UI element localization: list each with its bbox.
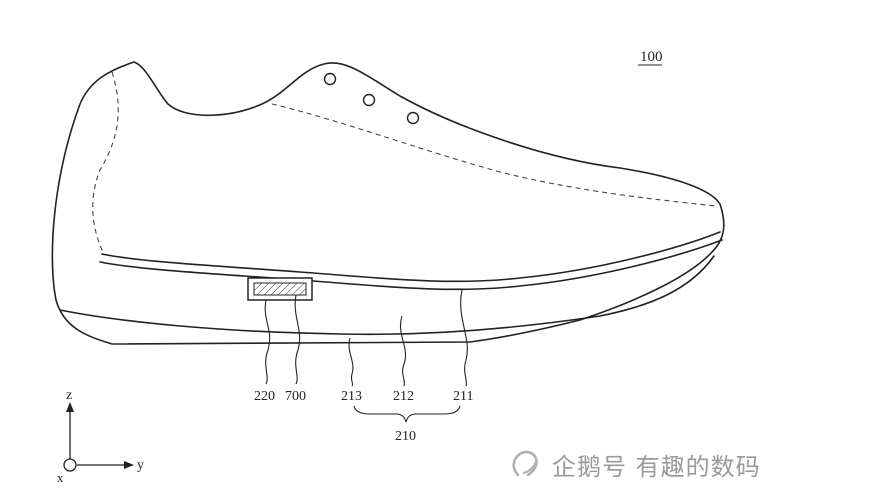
label-211: 211 <box>453 389 473 404</box>
upper-bottom-line-2 <box>99 239 723 291</box>
leader-211 <box>460 289 468 387</box>
axis-x-origin <box>63 458 77 472</box>
module-700 <box>253 282 307 296</box>
eyelet-2 <box>362 93 376 107</box>
label-212: 212 <box>393 389 414 404</box>
axis-y-arrow <box>124 461 134 469</box>
axis-x-label: x <box>57 470 64 485</box>
leader-212 <box>400 315 406 387</box>
label-213: 213 <box>341 389 362 404</box>
eyelet-3 <box>406 111 420 125</box>
brace-210 <box>353 405 461 423</box>
label-700: 700 <box>285 389 306 404</box>
upper-bottom-line <box>101 231 721 283</box>
label-210: 210 <box>395 429 416 444</box>
axis-z-arrow <box>66 402 74 412</box>
watermark-text: 企鹅号 有趣的数码 <box>552 452 761 481</box>
axis-y-label: y <box>137 458 144 473</box>
heel-counter-dashed <box>92 71 119 255</box>
watermark: 企鹅号 有趣的数码 <box>510 446 761 482</box>
leader-213 <box>348 337 354 387</box>
axis-z-label: z <box>66 388 72 403</box>
label-220: 220 <box>254 389 275 404</box>
penguin-icon <box>512 450 538 477</box>
collar-dashed-line <box>271 103 717 207</box>
leader-220 <box>264 299 271 385</box>
shoe-outline <box>51 61 725 345</box>
label-100: 100 <box>640 49 663 65</box>
outsole-line <box>59 255 715 336</box>
eyelet-1 <box>323 72 337 86</box>
leader-700 <box>294 294 301 385</box>
